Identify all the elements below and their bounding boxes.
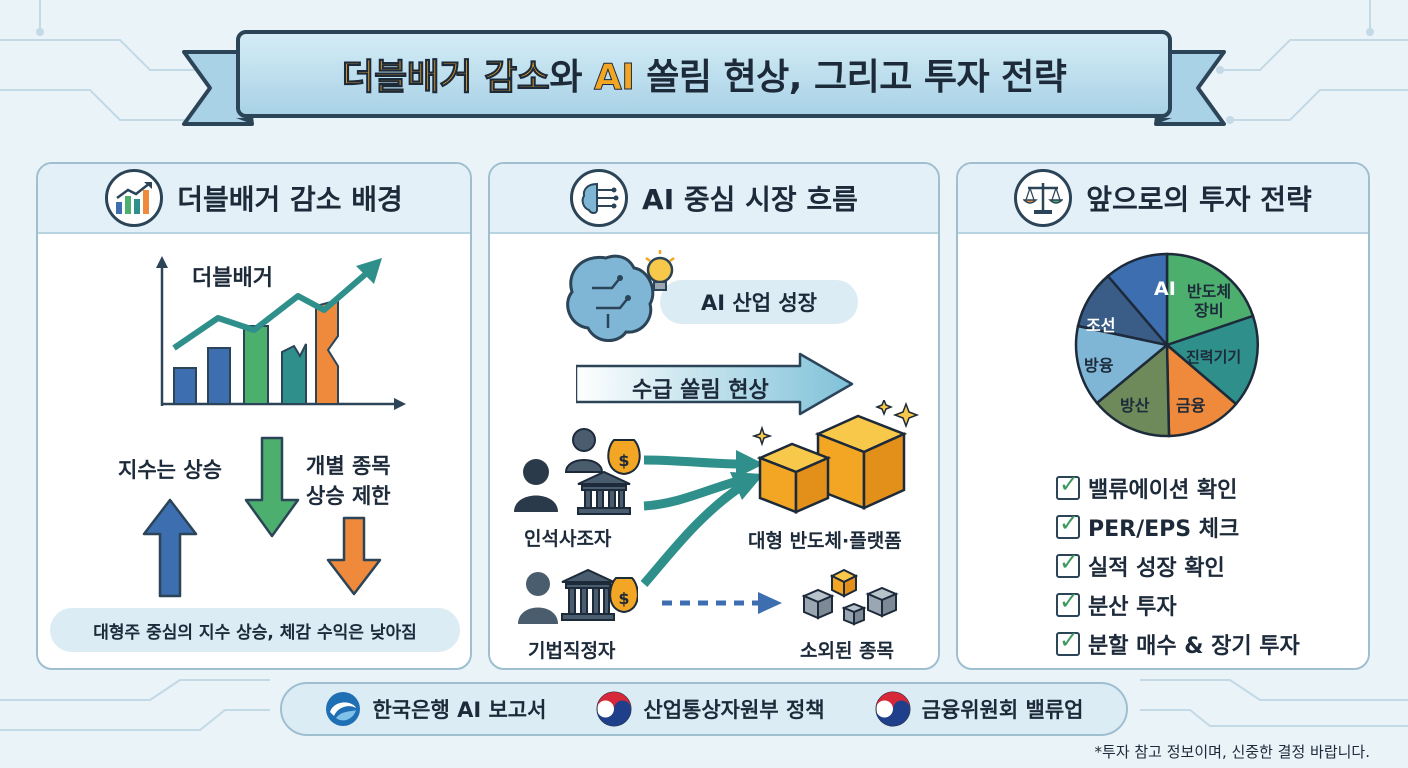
chart-bar-broken [281,343,307,405]
panel-title: 더블배거 감소 배경 [177,183,403,216]
svg-text:$: $ [618,589,629,608]
svg-text:$: $ [618,451,629,470]
panel-title: 앞으로의 투자 전략 [1086,183,1312,216]
pie-label-power-equipment: 진력기기 [1186,348,1242,366]
foreign-investors-label: 인석사조자 [524,528,612,550]
government-taegeuk-logo-icon [596,691,632,727]
checkbox[interactable]: ✓ [1056,511,1080,539]
checklist-item: ✓ 실적 성장 확인 [1056,546,1300,585]
doublebagger-chart [156,256,406,410]
checklist-item: ✓ 밸류에이션 확인 [1056,468,1300,507]
balance-scale-icon [1014,169,1073,227]
page-title: 더블배거 감소와 AI 쏠림 현상, 그리고 투자 전략 [341,48,1067,100]
panel-investment-strategy: 앞으로의 투자 전략 AI 반도체 장비 진력기기 금융 방산 방융 조선 ✓ … [956,162,1370,670]
checklist-item: ✓ 분할 매수 & 장기 투자 [1056,624,1300,663]
doublebagger-label: 더블배거 [192,266,273,291]
checkbox[interactable]: ✓ [1056,589,1080,617]
checkbox[interactable]: ✓ [1056,628,1080,656]
checklist-item: ✓ 분산 투자 [1056,585,1300,624]
pie-slice-ai [1106,252,1169,349]
panel-header: 더블배거 감소 배경 [38,164,470,234]
index-up-arrow [142,498,198,598]
pie-label-bangyung: 방융 [1084,356,1114,375]
large-cap-boxes-icon [751,400,920,514]
panel-header: 앞으로의 투자 전략 [958,164,1368,234]
checklist-label: PER/EPS 체크 [1088,516,1240,542]
check-icon: ✓ [1059,547,1080,576]
brain-lightbulb-icon [566,250,675,342]
ribbon-tails [182,50,1226,126]
stocks-limited-label: 개별 종목 [306,454,391,478]
large-cap-label: 대형 반도체·플랫폼 [748,530,902,552]
checklist-label: 실적 성장 확인 [1088,555,1225,581]
neglected-label: 소외된 종목 [800,640,895,662]
dashed-flow-arrow [662,592,782,614]
checkbox[interactable]: ✓ [1056,550,1080,578]
check-icon: ✓ [1059,586,1080,615]
sector-pie-chart [1074,252,1259,438]
source-bank-of-korea[interactable]: 한국은행 AI 보고서 [324,690,546,728]
chart-bar [207,347,231,405]
bank-of-korea-logo-icon [326,692,361,726]
pie-slice-bangyung [1074,324,1170,405]
checklist-label: 밸류에이션 확인 [1088,477,1238,503]
flow-label: 수급 쏠림 현상 [632,378,769,403]
title-ribbon: 더블배거 감소와 AI 쏠림 현상, 그리고 투자 전략 [180,26,1228,136]
down-arrow-orange [326,516,382,596]
source-label: 산업통상자원부 정책 [643,698,825,722]
title-highlight-ai: AI [593,57,635,99]
sources-footer: 한국은행 AI 보고서 산업통상자원부 정책 금융위원회 밸류업 [280,682,1128,736]
foreign-investors-icon: $ [514,428,641,515]
source-label: 금융위원회 밸류업 [921,698,1084,722]
capital-flow-arrows [640,450,764,587]
source-fsc[interactable]: 금융위원회 밸류업 [874,690,1084,728]
title-highlight-doublebagger: 더블배거 감소 [341,57,550,99]
panel-title: AI 중심 시장 흐름 [642,183,858,216]
stocks-limited-label: 상승 제한 [306,484,391,508]
summary-pill: 대형주 중심의 지수 상승, 체감 수익은 낮아짐 [50,608,460,652]
trend-line [172,269,370,351]
title-conjunction: 와 [549,57,594,98]
source-motie[interactable]: 산업통상자원부 정책 [595,690,825,728]
growth-chart-icon [105,169,164,227]
pie-label-finance: 금융 [1176,396,1206,415]
institutions-label: 기법직정자 [528,640,616,662]
ai-growth-pill: AI 산업 성장 [660,280,858,324]
pie-slice-power-equipment [1164,314,1259,406]
title-rest: 쏠림 현상, 그리고 투자 전략 [634,57,1067,98]
check-icon: ✓ [1059,625,1080,654]
pie-label-shipbuilding: 조선 [1086,316,1116,335]
panel-header: AI 중심 시장 흐름 [490,164,938,234]
checklist-label: 분산 투자 [1088,594,1177,620]
ribbon-main: 더블배거 감소와 AI 쏠림 현상, 그리고 투자 전략 [236,30,1172,118]
checklist-item: ✓ PER/EPS 체크 [1056,507,1300,546]
panel-doublebagger-background: 더블배거 감소 배경 더블배거 지수는 상승 개별 종목 상승 제한 대형주 중… [36,162,472,670]
checklist-label: 분할 매수 & 장기 투자 [1088,633,1300,659]
strategy-checklist: ✓ 밸류에이션 확인 ✓ PER/EPS 체크 ✓ 실적 성장 확인 ✓ 분산 … [1056,468,1300,663]
down-arrow-green [244,436,300,538]
flow-arrow [576,352,854,416]
disclaimer: *투자 참고 정보이며, 신중한 결정 바랍니다. [1094,743,1370,761]
pie-label-ai: AI [1154,278,1176,300]
check-icon: ✓ [1059,508,1080,537]
chart-bar [173,367,197,405]
brain-circuit-icon [570,169,629,227]
panel-ai-market-flow: AI 중심 시장 흐름 AI 산업 성장 수급 쏠림 현상 $ [488,162,940,670]
pie-label-defense: 방산 [1120,396,1150,415]
institutions-icon: $ [518,568,638,624]
pie-slice-defense [1095,342,1171,438]
government-taegeuk-logo-icon [875,691,911,727]
neglected-stocks-icon [801,568,899,626]
checkbox[interactable]: ✓ [1056,472,1080,500]
chart-bar [243,325,269,405]
check-icon: ✓ [1059,469,1080,498]
chart-bar-broken [315,298,339,405]
index-up-label: 지수는 상승 [118,458,222,482]
trend-arrowhead [356,258,382,284]
source-label: 한국은행 AI 보고서 [372,698,547,722]
pie-label-semiconductor-equipment: 반도체 장비 [1186,282,1232,321]
pie-slice-finance [1165,342,1238,438]
